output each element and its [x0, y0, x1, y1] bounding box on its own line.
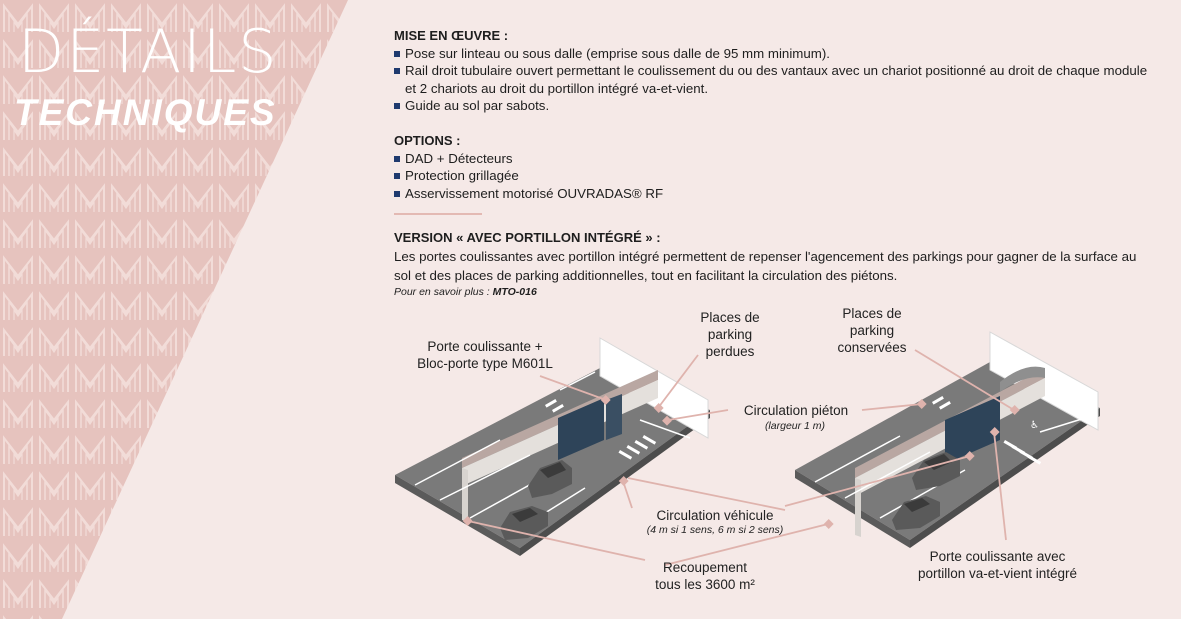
leader-lines	[467, 349, 1015, 566]
accessibility-icon: ♿	[1030, 420, 1039, 431]
content-column: MISE EN ŒUVRE : Pose sur linteau ou sous…	[394, 27, 1154, 299]
list-item: Rail droit tubulaire ouvert permettant l…	[394, 62, 1154, 97]
label-line: Porte coulissante +	[427, 339, 543, 354]
car-icon	[892, 496, 940, 530]
label-recoupement: Recoupement tous les 3600 m²	[640, 559, 770, 593]
label-circulation-pieton: Circulation piéton	[743, 403, 849, 418]
label-porte-coulissante: Porte coulissante + Bloc-porte type M601…	[400, 338, 570, 372]
label-line: portillon va-et-vient intégré	[917, 566, 1078, 581]
label-circulation-pieton-sub: (largeur 1 m)	[764, 420, 826, 432]
label-line: conservées	[837, 340, 907, 355]
options-list: DAD + Détecteurs Protection grillagée As…	[394, 150, 1154, 203]
more-info: Pour en savoir plus : MTO-016	[394, 286, 1154, 299]
parking-diagram-before	[395, 337, 710, 556]
label-line: perdues	[705, 344, 755, 359]
page-subtitle: TECHNIQUES	[14, 92, 277, 133]
label-line: Recoupement	[662, 560, 748, 575]
label-places-conservees: Places de parking conservées	[822, 305, 922, 356]
decorative-pattern-panel	[0, 0, 348, 619]
label-line: Bloc-porte type M601L	[417, 356, 553, 371]
label-circulation-vehicule: Circulation véhicule	[656, 508, 774, 523]
list-item: Asservissement motorisé OUVRADAS® RF	[394, 185, 1154, 203]
label-line: tous les 3600 m²	[655, 577, 755, 592]
list-item: Protection grillagée	[394, 167, 1154, 185]
list-item: DAD + Détecteurs	[394, 150, 1154, 168]
version-heading: VERSION « AVEC PORTILLON INTÉGRÉ » :	[394, 230, 661, 246]
label-line: parking	[707, 327, 753, 342]
label-line: Porte coulissante avec	[929, 549, 1066, 564]
leader-markers	[462, 395, 1020, 529]
more-info-reference: MTO-016	[492, 285, 537, 298]
list-item: Guide au sol par sabots.	[394, 97, 1154, 115]
mise-en-oeuvre-heading: MISE EN ŒUVRE :	[394, 28, 509, 43]
more-info-prefix: Pour en savoir plus :	[394, 285, 493, 298]
section-divider	[394, 213, 482, 216]
label-porte-portillon: Porte coulissante avec portillon va-et-v…	[895, 548, 1100, 582]
label-line: Places de	[700, 310, 760, 325]
car-icon	[528, 460, 572, 498]
mise-en-oeuvre-list: Pose sur linteau ou sous dalle (emprise …	[394, 45, 1154, 115]
parking-diagram-after: ♿	[795, 331, 1100, 548]
label-line: parking	[849, 323, 895, 338]
label-circulation-vehicule-sub: (4 m si 1 sens, 6 m si 2 sens)	[646, 524, 784, 536]
page-title: DÉTAILS	[18, 17, 279, 87]
list-item: Pose sur linteau ou sous dalle (emprise …	[394, 45, 1154, 63]
options-heading: OPTIONS :	[394, 132, 461, 148]
label-places-perdues: Places de parking perdues	[680, 309, 780, 360]
label-line: Places de	[842, 306, 902, 321]
version-paragraph: Les portes coulissantes avec portillon i…	[394, 248, 1137, 284]
